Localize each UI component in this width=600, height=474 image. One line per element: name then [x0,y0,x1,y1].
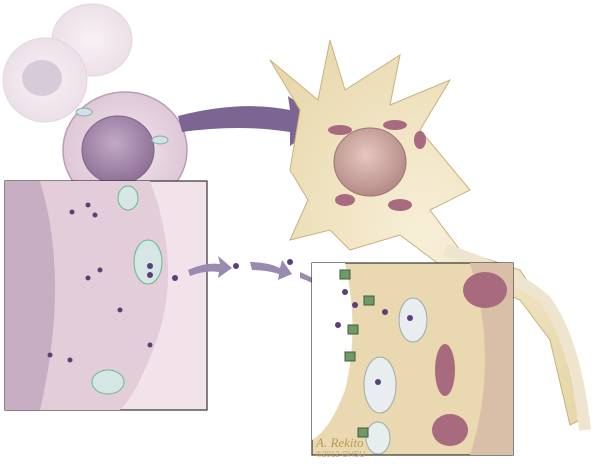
receptors [339,269,375,438]
neuron-inset [311,262,514,456]
copyright-notice: ©2012 OHSU [316,450,366,459]
stem-cell-inset [4,180,208,411]
faded-stem-cells [2,3,133,123]
differentiation-arrow [178,96,325,146]
stem-cell [62,91,188,209]
artist-signature: A. Rekito [316,435,364,450]
